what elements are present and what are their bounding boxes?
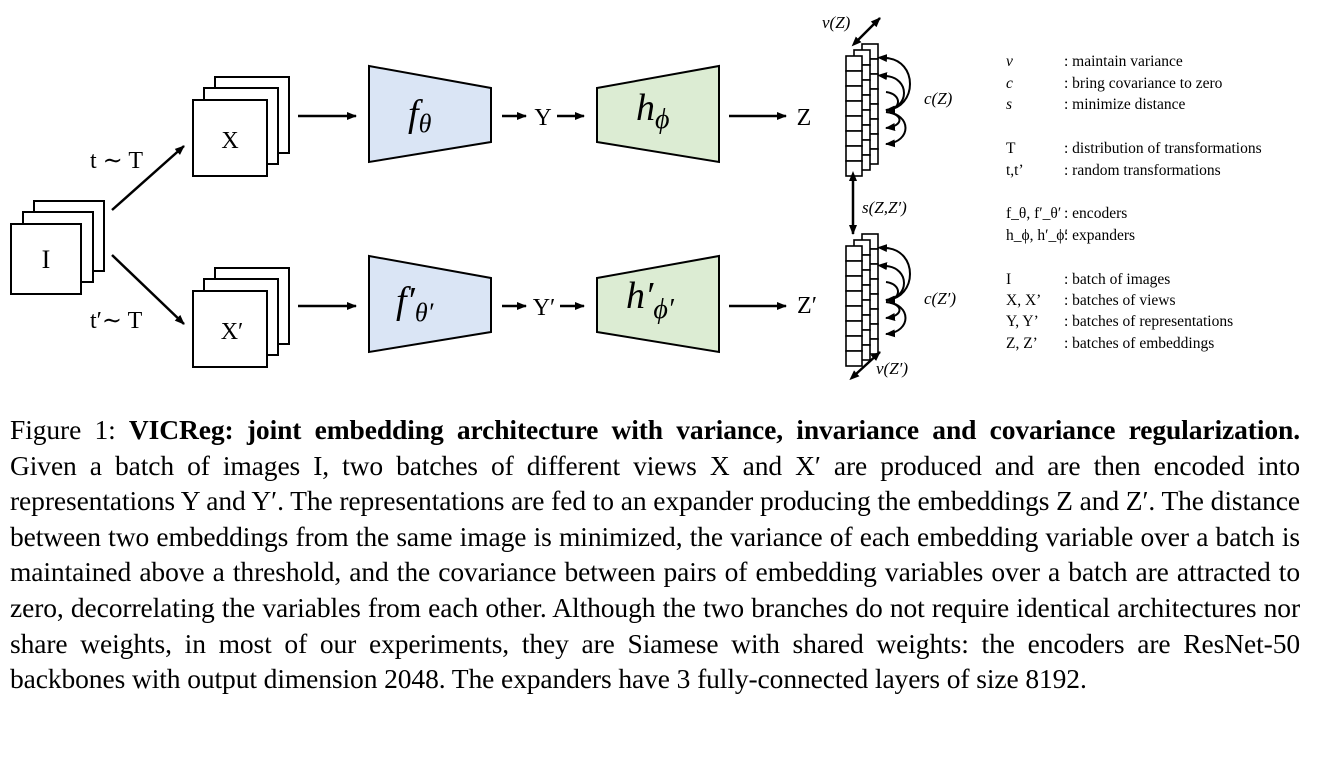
embedding-cell [845, 100, 863, 117]
bottom-repr-label: Y′ [533, 295, 556, 321]
legend-symbol: Y, Y’ [1006, 313, 1039, 330]
top-embed-label: Z [797, 105, 812, 131]
legend-description: : minimize distance [1064, 96, 1186, 113]
legend-description: : random transformations [1064, 162, 1221, 179]
input-label: I [42, 245, 51, 274]
top-transform-label: t ∼ T [90, 148, 143, 174]
embedding-cell [845, 290, 863, 307]
svg-text:h′ϕ′: h′ϕ′ [626, 275, 675, 325]
top-transform-arrow [111, 145, 185, 211]
top-expander-sub: ϕ [655, 104, 670, 135]
caption-body: Given a batch of images I, two batches o… [10, 449, 1300, 695]
caption-title: VICReg: joint embedding architecture wit… [128, 414, 1300, 445]
top-encoder-block: fθ [368, 64, 492, 164]
bottom-covariance-label: c(Z′) [924, 289, 956, 308]
legend-symbol: t,t’ [1006, 162, 1024, 179]
bottom-variance-arrow [849, 351, 881, 381]
embedding-cell [845, 160, 863, 177]
bottom-expander-base: h′ [626, 275, 654, 317]
top-encoder-sub: θ [419, 109, 432, 138]
legend-description: : bring covariance to zero [1064, 75, 1223, 92]
legend-symbol: Z, Z’ [1006, 335, 1038, 352]
embedding-cell [845, 115, 863, 132]
legend-description: : batch of images [1064, 271, 1171, 288]
embedding-cell [845, 70, 863, 87]
legend-symbol: s [1006, 96, 1013, 113]
invariance-label: s(Z,Z′) [862, 198, 907, 217]
legend-symbol: X, X’ [1006, 292, 1042, 309]
bottom-variance-label: v(Z′) [876, 359, 908, 378]
input-image-stack: I [10, 200, 105, 295]
svg-text:hϕ: hϕ [636, 87, 670, 135]
embedding-cell [845, 130, 863, 147]
bottom-view-stack: X′ [192, 267, 290, 368]
legend-description: : batches of representations [1064, 313, 1234, 330]
legend-description: : maintain variance [1064, 53, 1183, 70]
bottom-expander-block: h′ϕ′ [596, 254, 720, 354]
bottom-encoder-block: f′θ′ [368, 254, 492, 354]
top-repr-label: Y [534, 105, 551, 131]
embedding-cell [845, 305, 863, 322]
embedding-cell [845, 85, 863, 102]
bottom-embed-label: Z′ [797, 293, 817, 319]
embedding-cell [845, 320, 863, 337]
bottom-covariance-arrows [877, 244, 911, 338]
top-view-stack: X [192, 76, 290, 177]
legend-symbol: v [1006, 53, 1013, 70]
bottom-view-label: X′ [221, 319, 244, 345]
top-embedding-matrix [845, 43, 879, 177]
embedding-cell [845, 55, 863, 72]
legend-description: : batches of embeddings [1064, 335, 1215, 352]
legend-description: : expanders [1064, 227, 1136, 244]
vicreg-architecture-diagram: I t ∼ T t′∼ T X X′ fθ f′θ′ Y Y′ hϕ [10, 13, 956, 381]
embedding-cell [845, 245, 863, 262]
embedding-cell [845, 145, 863, 162]
bottom-encoder-base: f′ [396, 280, 416, 322]
legend-symbol: I [1006, 271, 1012, 288]
legend-description: : distribution of transformations [1064, 140, 1262, 157]
legend-symbol: f_θ, f′_θ′ [1006, 205, 1062, 222]
top-covariance-arrows [877, 54, 911, 148]
embedding-cell [845, 335, 863, 352]
legend-description: : batches of views [1064, 292, 1176, 309]
bottom-transform-arrow [111, 254, 185, 325]
top-variance-arrow [851, 17, 881, 47]
legend-symbol: c [1006, 75, 1013, 92]
top-covariance-label: c(Z) [924, 89, 953, 108]
embedding-cell [845, 350, 863, 367]
top-view-label: X [221, 128, 238, 154]
top-expander-block: hϕ [596, 64, 720, 164]
bottom-expander-sub: ϕ′ [653, 294, 674, 325]
figure-caption: Figure 1: VICReg: joint embedding archit… [10, 412, 1300, 697]
legend-symbol: T [1006, 140, 1016, 157]
bottom-encoder-sub: θ′ [415, 298, 434, 327]
caption-label: Figure 1: [10, 414, 129, 445]
svg-text:f′θ′: f′θ′ [396, 280, 434, 327]
top-expander-base: h [636, 87, 655, 129]
embedding-cell [845, 260, 863, 277]
top-variance-label: v(Z) [822, 13, 851, 32]
bottom-embedding-matrix [845, 233, 879, 367]
embedding-cell [845, 275, 863, 292]
bottom-transform-label: t′∼ T [90, 308, 143, 334]
legend-symbol: h_ϕ, h′_ϕ′ [1006, 227, 1068, 244]
legend-description: : encoders [1064, 205, 1128, 222]
